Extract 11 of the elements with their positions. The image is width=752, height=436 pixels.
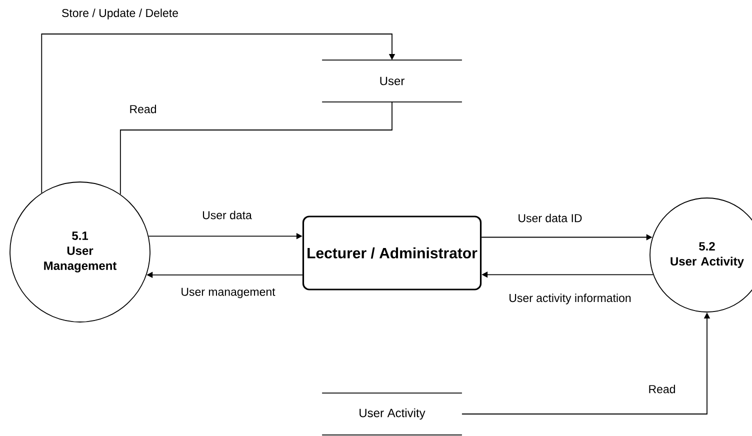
edge-label: User data [201, 210, 253, 220]
edge-label: Store / Update / Delete [60, 8, 180, 20]
data-store: User [322, 60, 462, 102]
edge-label: Read [128, 104, 158, 114]
edge-label: User activity information [508, 292, 632, 306]
edge-label: User data ID [516, 212, 584, 224]
edge-label: User management [180, 286, 276, 300]
arrow [41, 34, 396, 194]
data-store: User Activity [322, 392, 462, 436]
entity-box: Lecturer / Administrator [302, 216, 482, 290]
edge-label: Read [647, 384, 677, 394]
